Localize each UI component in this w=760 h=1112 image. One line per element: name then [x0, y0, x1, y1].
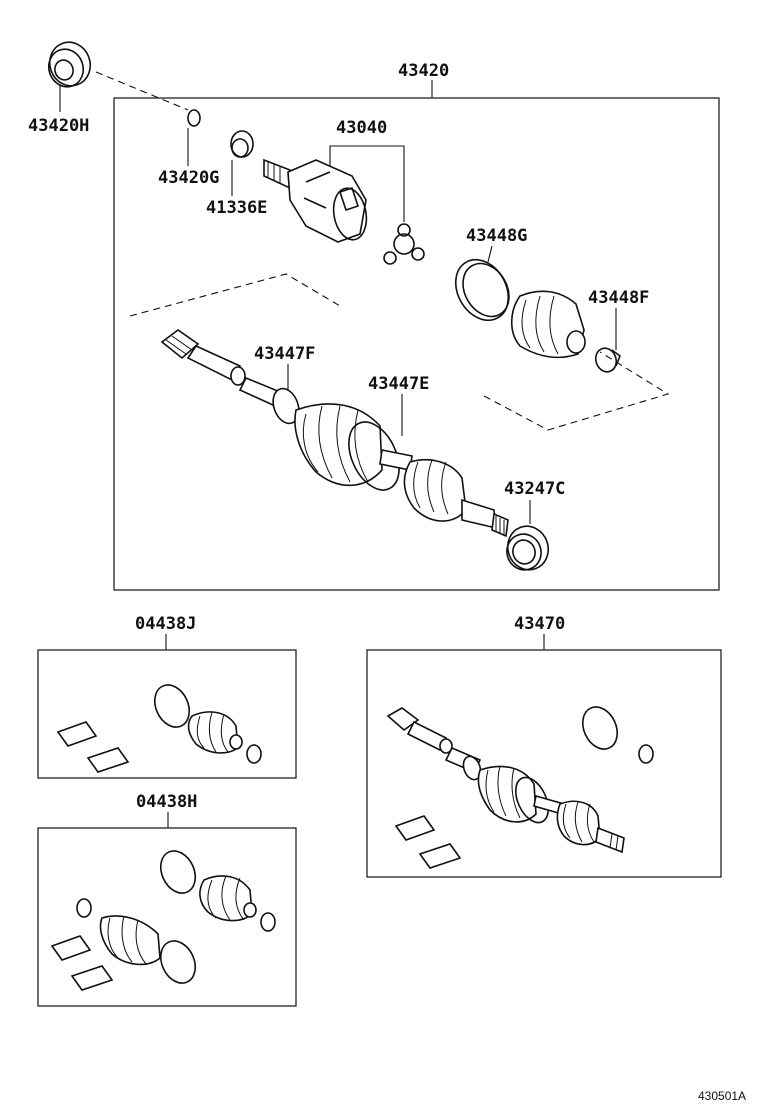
label-04438H: 04438H	[136, 792, 197, 812]
assembly-43470-frame	[366, 649, 722, 878]
assembly-43470-parts	[386, 706, 654, 869]
clamp-43448F	[594, 347, 621, 373]
clamp-small-j	[246, 744, 262, 764]
label-41336E: 41336E	[206, 198, 267, 218]
figure-id: 430501A	[698, 1089, 746, 1103]
label-04438J: 04438J	[135, 614, 196, 634]
clamp-43447E	[348, 421, 400, 491]
outboard-joint	[379, 449, 509, 538]
tripod-spider	[383, 223, 425, 265]
inner-boot	[510, 290, 586, 359]
leader-43040	[329, 145, 405, 222]
label-43420G: 43420G	[158, 168, 219, 188]
assembly-43420-frame	[113, 97, 720, 591]
clamp-large-h1	[159, 850, 197, 894]
label-43448G: 43448G	[466, 226, 527, 246]
label-43470: 43470	[514, 614, 565, 634]
dash-outline-shaft	[129, 273, 341, 317]
snap-ring-43420G	[187, 109, 201, 127]
leader-43448G	[487, 245, 493, 263]
label-43040: 43040	[336, 118, 387, 138]
label-43447F: 43447F	[254, 344, 315, 364]
dash-outline-inner-boot	[483, 351, 670, 431]
grease-pack-1	[56, 721, 98, 747]
inboard-joint-housing-43040	[263, 158, 368, 243]
dash-link-43420H	[95, 71, 189, 111]
label-43247C: 43247C	[504, 479, 565, 499]
label-43447E: 43447E	[368, 374, 429, 394]
outer-boot	[294, 403, 383, 487]
grease-pack-2	[86, 747, 130, 773]
clamp-43447F	[272, 387, 300, 425]
seal-43420H	[47, 41, 92, 88]
label-43420: 43420	[398, 61, 449, 81]
boot-h2	[99, 915, 161, 966]
clamp-small-h1	[260, 912, 276, 932]
label-43420H: 43420H	[28, 116, 89, 136]
kit-04438H-parts	[50, 850, 276, 991]
boot-h1	[199, 875, 253, 922]
grease-pack-3	[50, 935, 92, 961]
clamp-small-h2	[76, 898, 92, 918]
clamp-43448G	[454, 259, 510, 321]
kit-04438H-frame	[37, 827, 297, 1007]
clamp-large-j	[153, 684, 191, 728]
label-43448F: 43448F	[588, 288, 649, 308]
ring-43247C	[506, 525, 550, 571]
boot-j	[187, 711, 239, 754]
kit-04438J-frame	[37, 649, 297, 779]
drive-shaft	[160, 329, 292, 412]
grease-pack-4	[70, 965, 114, 991]
clamp-large-h2	[159, 940, 197, 984]
kit-04438J-parts	[56, 684, 262, 773]
ring-41336E	[230, 130, 254, 158]
